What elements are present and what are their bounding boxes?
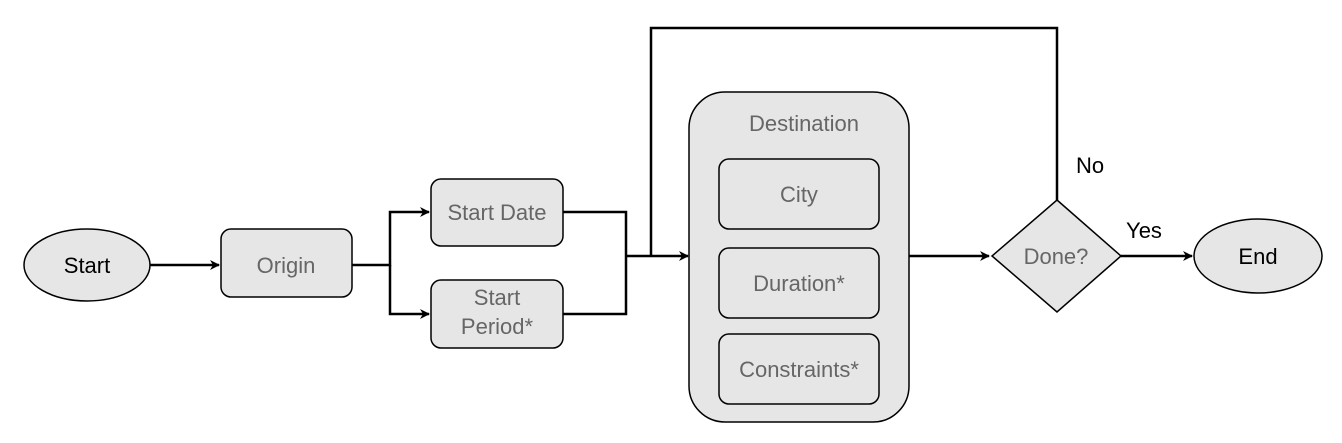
start-date-label: Start Date	[447, 200, 546, 225]
end-label: End	[1238, 244, 1277, 269]
city-label: City	[780, 182, 818, 207]
duration-node: Duration*	[718, 247, 880, 319]
done-label: Done?	[1024, 244, 1089, 269]
edge-done-no-loop	[649, 26, 1059, 256]
edge-origin-to-start-period	[388, 265, 430, 319]
start-label: Start	[64, 253, 110, 278]
origin-node: Origin	[220, 228, 353, 298]
done-decision: Done?	[990, 199, 1123, 313]
edge-start-period-to-merge	[563, 256, 628, 316]
edge-start-date-to-merge	[563, 210, 628, 256]
no-label: No	[1076, 153, 1104, 178]
edge-origin-to-start-date	[352, 207, 430, 267]
duration-label: Duration*	[753, 271, 845, 296]
constraints-node: Constraints*	[718, 333, 880, 405]
yes-label: Yes	[1126, 218, 1162, 243]
origin-label: Origin	[257, 253, 316, 278]
start-date-node: Start Date	[430, 178, 564, 247]
start-period-node: Start Period*	[430, 279, 564, 349]
destination-group: Destination City Duration* Constraints*	[688, 91, 910, 423]
destination-label: Destination	[749, 111, 859, 136]
city-node: City	[718, 158, 880, 230]
end-node: End	[1193, 218, 1323, 294]
start-period-label-line1: Start	[474, 285, 520, 310]
start-node: Start	[23, 228, 151, 302]
start-period-label-line2: Period*	[461, 314, 534, 339]
edges	[148, 26, 1193, 319]
constraints-label: Constraints*	[739, 357, 859, 382]
